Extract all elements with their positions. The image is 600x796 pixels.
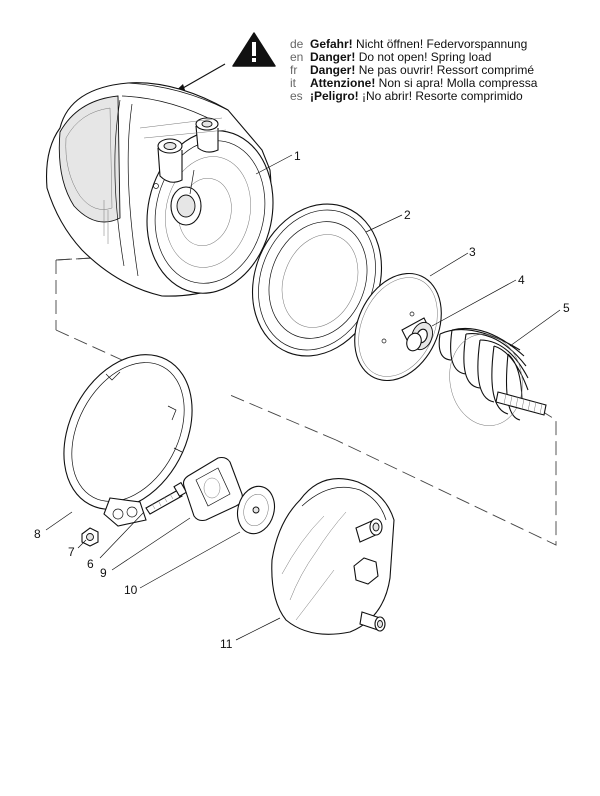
part-9-gasket (182, 456, 243, 522)
callout-9: 9 (100, 566, 107, 580)
part-3-piston-plate (354, 272, 442, 382)
warning-triangle-icon (232, 32, 276, 67)
part-7-nut (81, 527, 99, 547)
callout-11: 11 (220, 637, 233, 651)
part-8-clamp-ring (63, 354, 193, 527)
warning-line-es: es¡Peligro! ¡No abrir! Resorte comprimid… (290, 89, 523, 103)
leader-lines (45, 154, 561, 641)
callout-6: 6 (87, 557, 94, 571)
callout-7: 7 (68, 545, 75, 559)
callout-4: 4 (518, 273, 525, 287)
part-6-bolt (145, 481, 188, 515)
callout-3: 3 (469, 245, 476, 259)
part-5-spring (438, 327, 547, 426)
callout-10: 10 (124, 583, 138, 597)
part-10-label-disk (236, 485, 276, 535)
part-11-cover (271, 478, 395, 635)
part-4-piston-rod (401, 317, 433, 352)
callout-1: 1 (294, 149, 301, 163)
part-1-housing (46, 82, 274, 297)
callout-2: 2 (404, 208, 411, 222)
callout-8: 8 (34, 527, 41, 541)
callout-5: 5 (563, 301, 570, 315)
